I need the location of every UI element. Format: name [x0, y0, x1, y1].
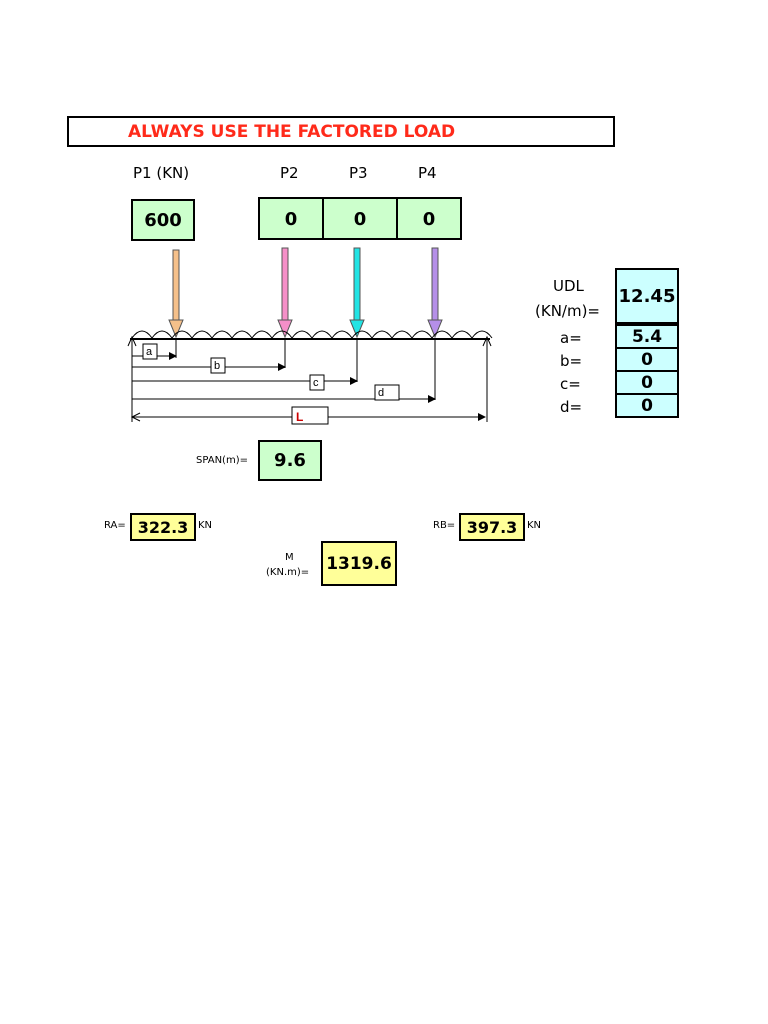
p2-p4-input-group: 0 0 0 — [258, 197, 462, 240]
tag-c: c — [313, 377, 319, 389]
ra-value: 322.3 — [137, 517, 189, 537]
rb-label: RB= — [433, 520, 456, 531]
ra-label: RA= — [104, 520, 126, 531]
span-value: 9.6 — [274, 450, 306, 471]
b-value: 0 — [641, 349, 653, 370]
rb-output: 397.3 — [459, 513, 525, 541]
b-input[interactable]: 0 — [617, 349, 677, 372]
moment-unit-label: (KN.m)= — [266, 567, 310, 578]
span-input[interactable]: 9.6 — [258, 440, 322, 481]
p2-label: P2 — [280, 164, 299, 182]
d-input[interactable]: 0 — [617, 395, 677, 416]
d-value: 0 — [641, 395, 653, 416]
instruction-text: ALWAYS USE THE FACTORED LOAD — [128, 122, 456, 142]
p2-value: 0 — [284, 208, 298, 230]
b-label: b= — [560, 352, 583, 370]
load-arrow-p3 — [349, 247, 365, 339]
udl-input[interactable]: 12.45 — [615, 268, 679, 324]
moment-output: 1319.6 — [321, 541, 397, 586]
tag-L: L — [296, 410, 303, 424]
load-arrow-p4 — [427, 247, 443, 339]
p1-label: P1 (KN) — [133, 164, 190, 182]
beam-diagram: a b c d L — [127, 247, 493, 425]
udl-value: 12.45 — [618, 285, 676, 307]
udl-loading-curve — [131, 330, 493, 339]
p4-label: P4 — [418, 164, 437, 182]
p1-input[interactable]: 600 — [131, 199, 195, 241]
p1-value: 600 — [144, 209, 182, 231]
p4-value: 0 — [422, 208, 436, 230]
p2-input[interactable]: 0 — [260, 199, 324, 239]
load-arrow-p2 — [277, 247, 293, 339]
tag-a: a — [146, 346, 153, 358]
tag-b: b — [214, 360, 220, 372]
p3-value: 0 — [353, 208, 367, 230]
tag-d: d — [378, 387, 384, 399]
c-label: c= — [560, 375, 581, 393]
rb-unit: KN — [527, 520, 542, 531]
moment-label: M — [285, 552, 294, 563]
p3-input[interactable]: 0 — [324, 199, 398, 239]
udl-unit-label: (KN/m)= — [535, 302, 600, 320]
ra-output: 322.3 — [130, 513, 196, 541]
p3-label: P3 — [349, 164, 368, 182]
moment-value: 1319.6 — [326, 553, 392, 574]
span-label: SPAN(m)= — [196, 455, 248, 466]
p4-input[interactable]: 0 — [398, 199, 460, 239]
a-value: 5.4 — [631, 326, 663, 347]
c-value: 0 — [641, 372, 653, 393]
distance-input-group: 5.4 0 0 0 — [615, 324, 679, 418]
ra-unit: KN — [198, 520, 213, 531]
instruction-banner — [67, 116, 615, 147]
a-input[interactable]: 5.4 — [617, 326, 677, 349]
c-input[interactable]: 0 — [617, 372, 677, 395]
load-arrow-p1 — [168, 249, 184, 339]
d-label: d= — [560, 398, 583, 416]
rb-value: 397.3 — [466, 517, 518, 537]
udl-label: UDL — [553, 277, 584, 295]
a-label: a= — [560, 329, 582, 347]
